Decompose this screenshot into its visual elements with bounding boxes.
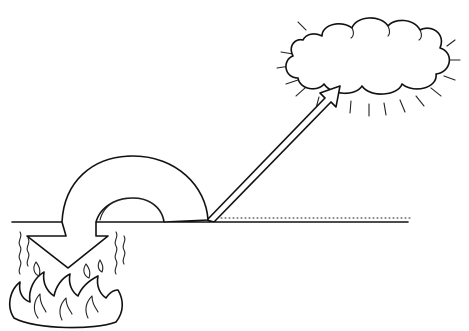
arch-arrow-icon <box>26 155 209 269</box>
sun-rays <box>276 21 461 117</box>
rising-arrow-icon <box>206 85 341 223</box>
heat-wave-lines <box>18 231 126 275</box>
flame-icon <box>8 259 124 329</box>
cloud-icon <box>285 17 451 95</box>
